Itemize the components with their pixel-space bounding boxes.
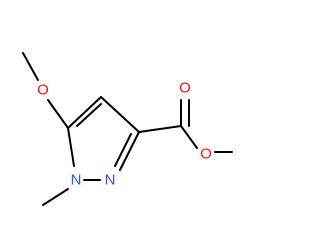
- bond-carbonyl-c-ester-o: [180, 125, 198, 149]
- atom-o-carbonyl: O: [179, 80, 191, 97]
- bond-c4-c3: [100, 96, 140, 133]
- bonds: [22, 52, 233, 206]
- molecule-diagram: O N N O O: [22, 52, 233, 206]
- bond-n1-c5: [67, 127, 75, 167]
- bond-c3-n2-inner: [114, 133, 132, 167]
- bond-n1-methyl: [42, 188, 69, 206]
- bond-c3-n2: [119, 131, 140, 171]
- atom-n1: N: [71, 172, 82, 189]
- atom-o-methoxy: O: [37, 82, 49, 99]
- atom-o-ester: O: [200, 146, 212, 163]
- bond-c5-c4-inner: [76, 103, 102, 127]
- bond-methoxy-o-c5: [47, 99, 69, 129]
- bond-methoxy-o-methyl: [22, 52, 39, 81]
- atom-labels: O N N O O: [37, 80, 212, 189]
- atom-n2: N: [105, 172, 116, 189]
- bond-c3-carbonyl-c: [138, 125, 182, 133]
- bond-c5-c4: [67, 96, 102, 129]
